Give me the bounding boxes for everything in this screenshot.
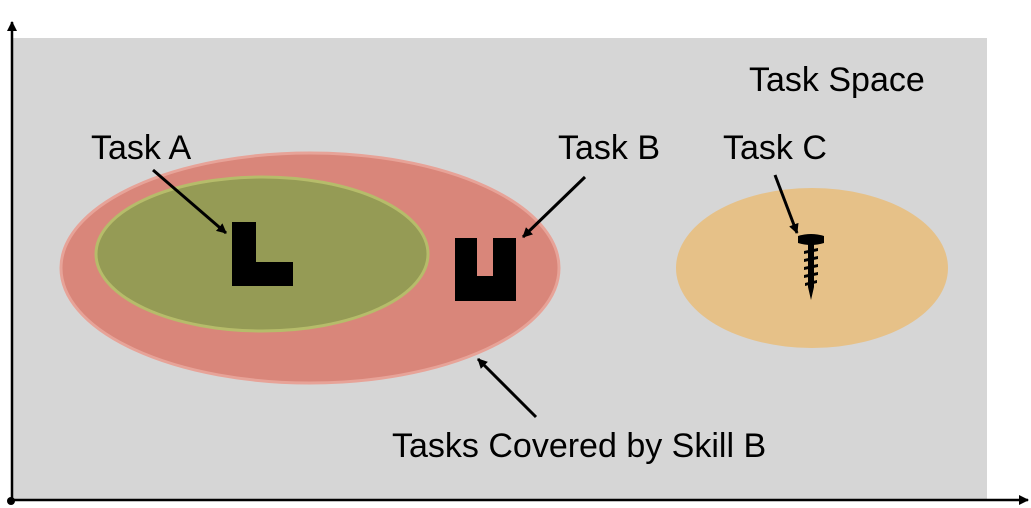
axis-origin-dot [7,497,15,505]
skill-a-region [94,175,430,333]
skill-b-arrow [476,357,538,419]
task-c-arrow [773,174,799,234]
task-a-label: Task A [91,129,191,167]
task-c-label: Task C [723,129,827,167]
task-a-arrow [152,168,227,235]
u-block-icon [455,238,516,301]
task-b-label: Task B [558,129,660,167]
task-b-arrow [521,175,587,239]
screw-icon [798,234,824,300]
l-block-icon [232,222,293,286]
skill-b-region-label: Tasks Covered by Skill B [392,427,766,465]
task-space-label: Task Space [749,61,925,99]
